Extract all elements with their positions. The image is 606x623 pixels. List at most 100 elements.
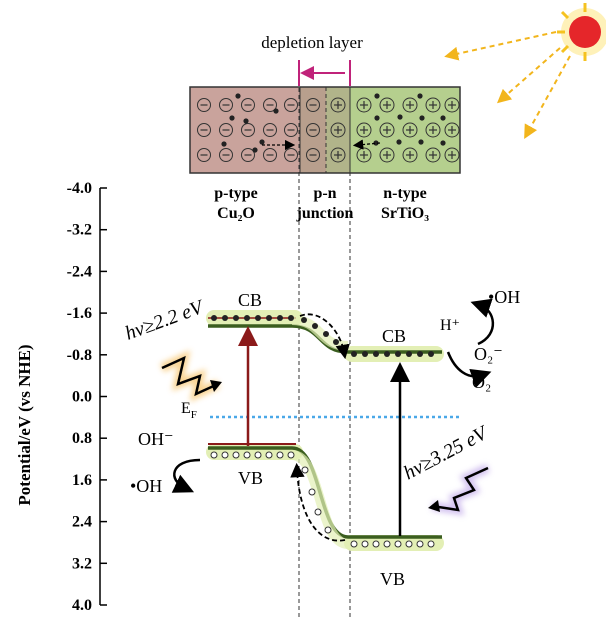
donor-ion xyxy=(425,97,441,113)
donor-ion xyxy=(379,97,395,113)
electron xyxy=(351,351,357,357)
y-tick-label: -3.2 xyxy=(67,222,92,239)
electron xyxy=(406,351,412,357)
hole xyxy=(221,451,229,459)
y-tick-label: 3.2 xyxy=(72,555,92,572)
hole xyxy=(232,451,240,459)
svg-text:p-n: p-n xyxy=(313,185,336,202)
y-tick-label: -4.0 xyxy=(67,180,92,197)
hole-transfer-arrow xyxy=(290,462,346,542)
electron xyxy=(301,317,307,323)
y-tick-label: 4.0 xyxy=(72,597,92,614)
hole-dot xyxy=(229,115,235,121)
donor-ion xyxy=(330,97,346,113)
donor-ion xyxy=(379,122,395,138)
donor-ion xyxy=(356,97,372,113)
srtio3-vb-label: VB xyxy=(380,569,405,589)
electron-dot xyxy=(418,139,424,145)
electron xyxy=(384,351,390,357)
hole xyxy=(427,540,435,548)
electron xyxy=(323,331,329,337)
electron xyxy=(417,351,423,357)
donor-ion xyxy=(444,122,460,138)
y-axis: -4.0-3.2-2.4-1.6-0.80.00.81.62.43.24.0 xyxy=(67,180,107,614)
hole xyxy=(416,540,424,548)
acceptor-ion xyxy=(241,148,255,162)
electron-dot xyxy=(440,140,446,146)
electron xyxy=(211,315,217,321)
acceptor-ion xyxy=(219,123,233,137)
donor-ion xyxy=(356,122,372,138)
hole xyxy=(383,540,391,548)
electron-dot xyxy=(419,115,425,121)
electron xyxy=(373,351,379,357)
hole xyxy=(276,451,284,459)
y-tick-label: 1.6 xyxy=(72,472,92,489)
y-axis-label: Potential/eV (vs NHE) xyxy=(15,344,34,505)
hole-dot xyxy=(235,93,241,99)
hole-dot xyxy=(259,139,265,145)
hole xyxy=(350,540,358,548)
donor-ion xyxy=(330,122,346,138)
electron xyxy=(333,339,339,345)
hole xyxy=(394,540,402,548)
srtio3-cb-label: CB xyxy=(382,326,406,346)
cu2o-vb-label: VB xyxy=(238,468,263,488)
acceptor-ion xyxy=(306,123,320,137)
h-plus-label: H⁺ xyxy=(440,317,460,334)
depletion-arrow xyxy=(298,60,351,86)
hole xyxy=(372,540,380,548)
y-tick-label: 0.8 xyxy=(72,430,92,447)
hole xyxy=(210,451,218,459)
acceptor-ion xyxy=(263,98,277,112)
svg-text:junction: junction xyxy=(296,205,354,222)
acceptor-ion xyxy=(197,123,211,137)
hole xyxy=(243,451,251,459)
electron-dot xyxy=(374,115,380,121)
electron xyxy=(395,351,401,357)
y-tick-label: -2.4 xyxy=(67,263,92,280)
electron-dot xyxy=(417,93,423,99)
donor-ion xyxy=(379,147,395,163)
p-type-label: p-type Cu₂O xyxy=(214,185,258,222)
donor-ion xyxy=(402,147,418,163)
acceptor-ion xyxy=(284,98,298,112)
y-tick-label: 0.0 xyxy=(72,389,92,406)
fermi-label: EF xyxy=(181,400,197,421)
hole xyxy=(287,451,295,459)
svg-text:n-type: n-type xyxy=(383,185,427,202)
hole xyxy=(265,451,273,459)
acceptor-ion xyxy=(241,123,255,137)
reduction-arrow xyxy=(446,351,492,388)
electron-dot xyxy=(373,140,379,146)
hole-dot xyxy=(273,108,279,114)
electron xyxy=(428,351,434,357)
electron xyxy=(288,315,294,321)
electron-dot xyxy=(374,93,380,99)
hole xyxy=(361,540,369,548)
sun-icon xyxy=(557,3,606,61)
svg-text:Cu₂O: Cu₂O xyxy=(217,205,255,222)
acceptor-ion xyxy=(306,98,320,112)
acceptor-ion xyxy=(219,98,233,112)
acceptor-ion xyxy=(197,98,211,112)
hole xyxy=(324,526,332,534)
pn-junction-label: p-n junction xyxy=(296,185,354,222)
electron xyxy=(255,315,261,321)
electron-transfer-arrow xyxy=(299,313,350,360)
hole-dot xyxy=(252,147,258,153)
vb-bend-glow xyxy=(290,450,350,549)
cb-bend-glow xyxy=(291,315,349,351)
electron-dot xyxy=(397,114,403,120)
depletion-layer-label: depletion layer xyxy=(261,33,363,52)
electron xyxy=(277,315,283,321)
electron-dot xyxy=(440,115,446,121)
acceptor-ion xyxy=(241,98,255,112)
hole xyxy=(405,540,413,548)
donor-ion xyxy=(425,122,441,138)
hole-dot xyxy=(221,141,227,147)
donor-ion xyxy=(444,97,460,113)
acceptor-ion xyxy=(263,123,277,137)
electron xyxy=(362,351,368,357)
